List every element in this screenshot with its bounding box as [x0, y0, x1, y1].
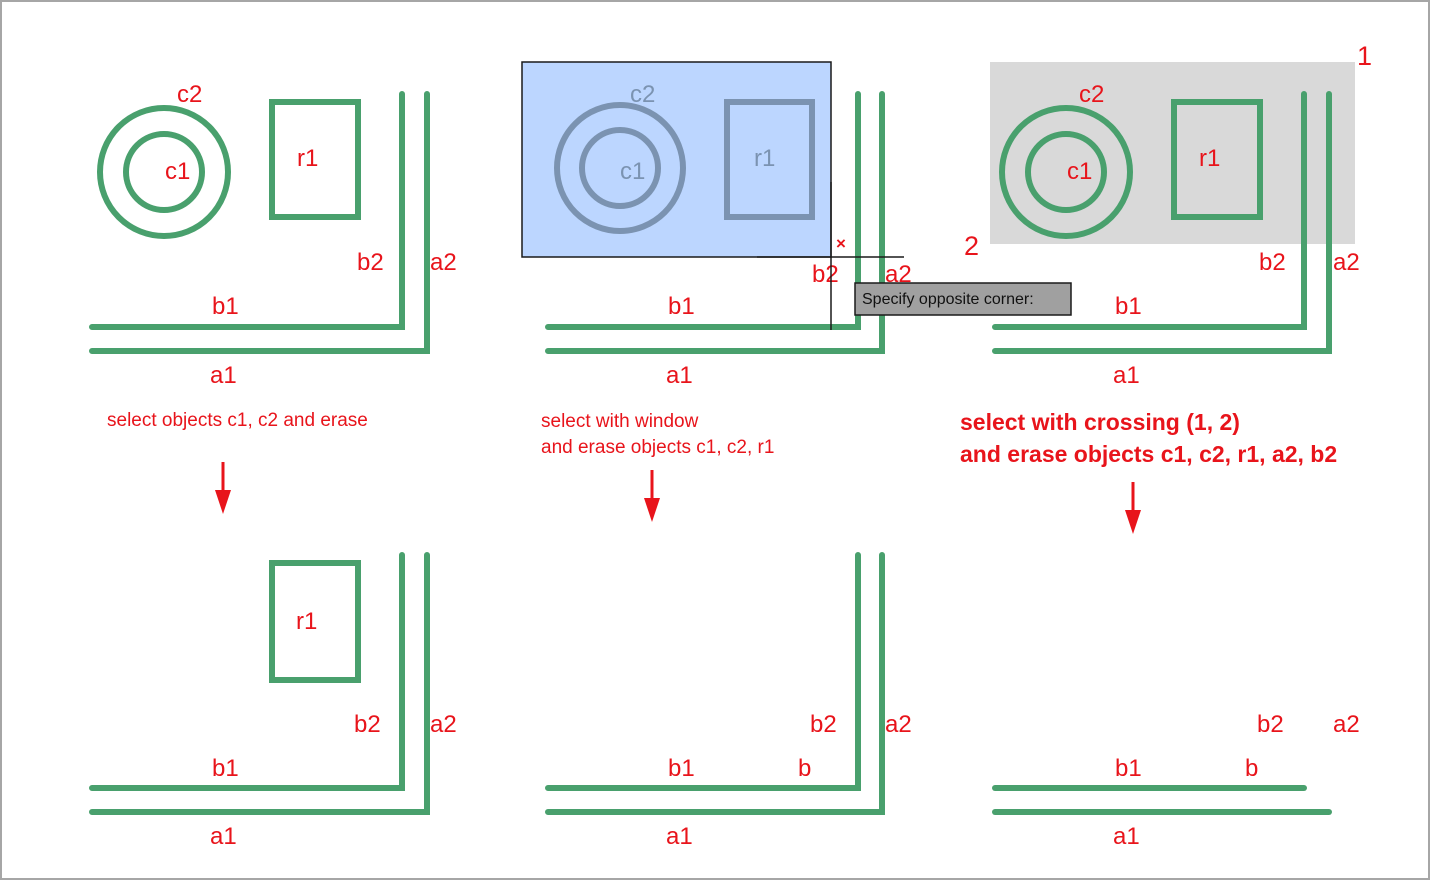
polyline-a	[89, 552, 430, 815]
crosshair-cursor-icon	[757, 182, 904, 330]
label-c1: c1	[620, 158, 645, 185]
result-after-window-erase: b2 a2 b1 b a1	[545, 552, 912, 850]
rectangle-r1	[269, 99, 361, 220]
label-b: b	[798, 755, 811, 782]
circle-c2-selected	[554, 102, 686, 234]
label-a1: a1	[1113, 823, 1140, 850]
corner-label-2: 2	[964, 231, 979, 261]
polyline-a	[992, 91, 1332, 354]
window-selection-box[interactable]	[521, 61, 832, 258]
tooltip-specify-corner: Specify opposite corner:	[854, 282, 1072, 316]
panel-window-selection: b2 a2 b1 a1 c2 c1 r1 × Specify opposite …	[521, 61, 1072, 458]
polyline-b	[89, 91, 405, 330]
polyline-b	[545, 552, 861, 791]
circle-c2	[97, 105, 231, 239]
label-a1: a1	[1113, 362, 1140, 389]
label-a2: a2	[430, 249, 457, 276]
label-a2: a2	[430, 711, 457, 738]
caption-window-line1: select with window	[541, 411, 699, 432]
label-b1: b1	[212, 755, 239, 782]
label-b1: b1	[668, 755, 695, 782]
circle-c1	[123, 131, 205, 213]
label-b2: b2	[1257, 711, 1284, 738]
rectangle-r1	[1171, 99, 1263, 220]
label-c2: c2	[1079, 81, 1104, 108]
polyline-a	[545, 91, 885, 354]
caption-crossing-line1: select with crossing (1, 2)	[960, 409, 1240, 435]
arrow-down-icon	[644, 470, 660, 522]
label-r1: r1	[754, 145, 775, 172]
label-b2: b2	[1259, 249, 1286, 276]
label-c2: c2	[177, 81, 202, 108]
caption-window-line2: and erase objects c1, c2, r1	[541, 437, 774, 458]
label-a1: a1	[210, 362, 237, 389]
label-a2: a2	[1333, 249, 1360, 276]
rectangle-r1-selected	[724, 99, 815, 220]
label-b1: b1	[668, 293, 695, 320]
panel-original: c2 c1 r1 b2 a2 b1 a1 select objects c1, …	[89, 81, 457, 431]
label-a2: a2	[885, 711, 912, 738]
label-a2: a2	[1333, 711, 1360, 738]
rectangle-r1	[269, 560, 361, 683]
label-a1: a1	[666, 362, 693, 389]
label-r1: r1	[297, 145, 318, 172]
caption-crossing-line2: and erase objects c1, c2, r1, a2, b2	[960, 441, 1337, 467]
result-after-erase: r1 b2 a2 b1 a1	[89, 552, 457, 850]
label-c1: c1	[1067, 158, 1092, 185]
label-a1: a1	[210, 823, 237, 850]
label-b1: b1	[1115, 755, 1142, 782]
circle-c2	[999, 105, 1133, 239]
polyline-a	[89, 91, 430, 354]
label-b2: b2	[354, 711, 381, 738]
corner-label-1: 1	[1357, 41, 1372, 71]
polyline-b	[545, 91, 861, 330]
label-c2: c2	[630, 81, 655, 108]
label-c1: c1	[165, 158, 190, 185]
caption-select-erase: select objects c1, c2 and erase	[107, 410, 368, 431]
label-b1: b1	[212, 293, 239, 320]
label-b1: b1	[1115, 293, 1142, 320]
polyline-a	[545, 552, 885, 815]
tooltip-text: Specify opposite corner:	[862, 291, 1034, 308]
polyline-b	[992, 91, 1307, 330]
arrow-down-icon	[1125, 482, 1141, 534]
circle-c1	[1025, 131, 1107, 213]
label-r1: r1	[296, 608, 317, 635]
label-b2: b2	[810, 711, 837, 738]
label-b2: b2	[812, 261, 839, 288]
polyline-b	[89, 552, 405, 791]
circle-c1-selected	[579, 127, 661, 209]
label-a1: a1	[666, 823, 693, 850]
label-r1: r1	[1199, 145, 1220, 172]
panel-crossing-selection: c2 c1 r1 b2 a2 b1 a1 1 2 select with cro…	[960, 41, 1372, 467]
result-after-crossing-erase: b2 a2 b1 b a1	[992, 711, 1360, 850]
label-b2: b2	[357, 249, 384, 276]
cursor-mark-icon: ×	[836, 234, 846, 253]
label-b: b	[1245, 755, 1258, 782]
arrow-down-icon	[215, 462, 231, 514]
